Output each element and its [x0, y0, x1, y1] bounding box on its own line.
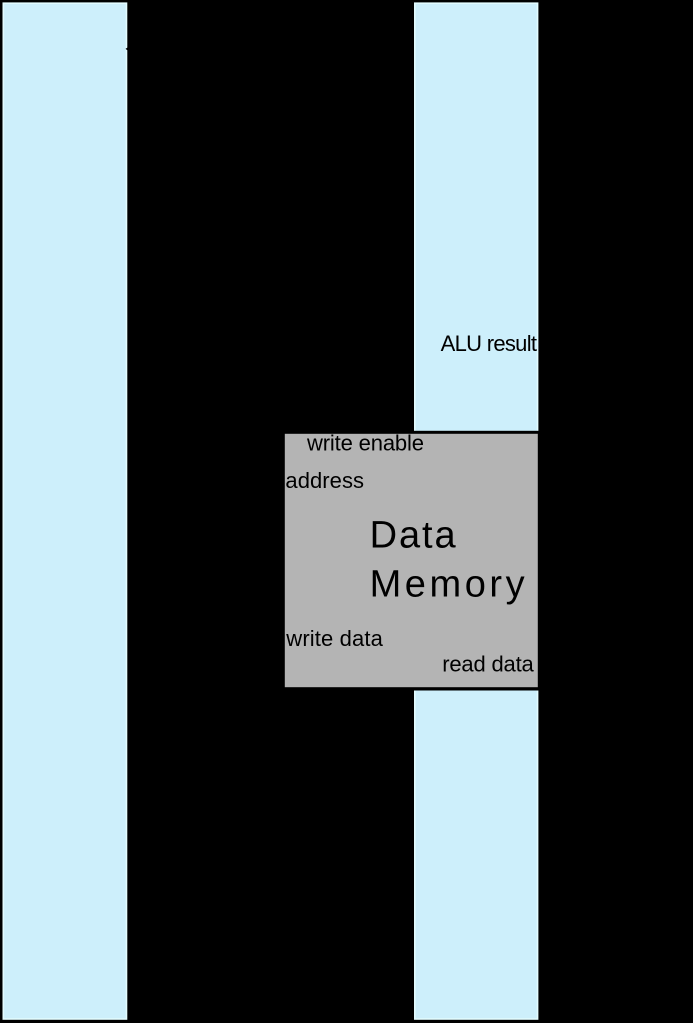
- svg-text:address: address: [285, 468, 364, 493]
- svg-text:write data: write data: [285, 626, 383, 651]
- svg-text:write enable: write enable: [306, 430, 424, 455]
- svg-text:ALU result: ALU result: [441, 331, 537, 356]
- svg-text:read data: read data: [442, 651, 534, 676]
- svg-text:Data: Data: [370, 514, 457, 556]
- svg-text:Memory: Memory: [370, 564, 525, 606]
